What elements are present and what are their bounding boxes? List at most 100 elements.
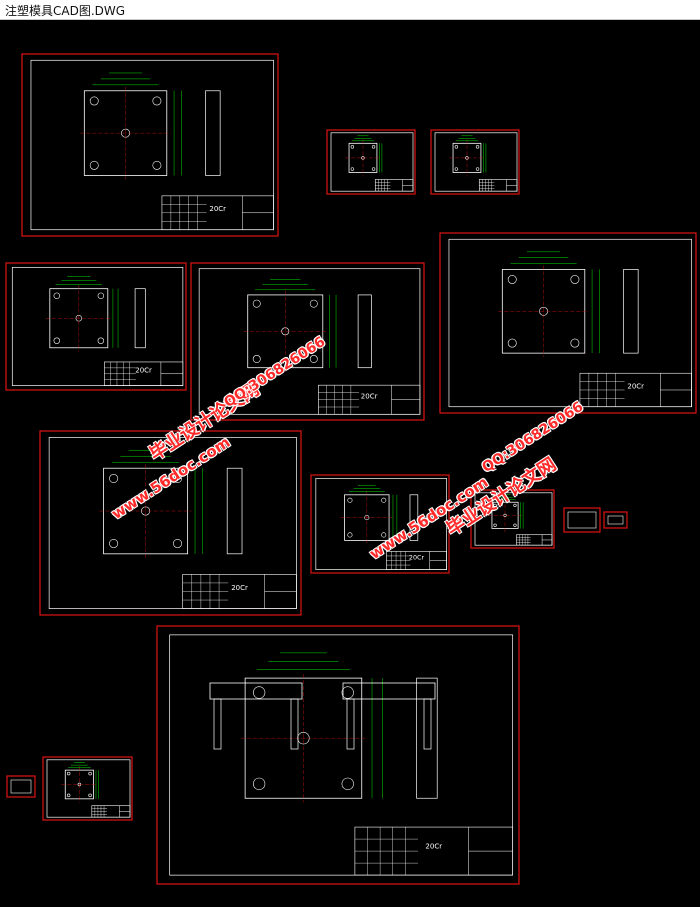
mold-plate bbox=[61, 766, 98, 803]
window-title: 注塑模具CAD图.DWG bbox=[5, 4, 126, 18]
plate-hole bbox=[252, 686, 266, 699]
assembly-detail bbox=[209, 682, 436, 750]
plate-hole bbox=[381, 497, 387, 503]
drawing-sheet: 20Cr bbox=[310, 474, 450, 574]
mold-plate bbox=[99, 464, 192, 558]
title-block: 20Cr bbox=[104, 361, 184, 386]
plate-hole bbox=[88, 771, 92, 776]
mold-plate bbox=[487, 498, 523, 533]
sheet-border bbox=[48, 437, 297, 609]
title-bar: 注塑模具CAD图.DWG bbox=[0, 0, 700, 20]
plate-hole bbox=[507, 275, 517, 284]
plate-hole bbox=[381, 532, 387, 538]
plate-hole bbox=[109, 539, 119, 549]
drawing-sheet: 20Cr bbox=[156, 625, 520, 885]
drawing-sheet bbox=[603, 511, 628, 529]
sheet-border bbox=[315, 478, 447, 570]
dimension-lines bbox=[455, 135, 487, 173]
drawing-sheets: 20Cr 20Cr 20Cr 20Cr 20Cr 20Cr 20Cr bbox=[5, 53, 697, 885]
sheet-border bbox=[330, 132, 414, 192]
sheet-border bbox=[46, 759, 131, 818]
plate-hole bbox=[454, 167, 459, 171]
title-block bbox=[374, 179, 414, 192]
drawing-sheet: 20Cr bbox=[21, 53, 279, 237]
plate-hole bbox=[475, 145, 480, 149]
plate-hole bbox=[350, 145, 355, 149]
plate-hole bbox=[493, 523, 497, 527]
plate-hole bbox=[513, 523, 517, 527]
plate-hole bbox=[66, 793, 71, 798]
sheet-frame bbox=[39, 430, 302, 616]
plate-hole bbox=[173, 473, 183, 483]
plate-hole bbox=[152, 160, 162, 170]
sheet-frame bbox=[310, 474, 450, 574]
material-label: 20Cr bbox=[135, 367, 152, 375]
plate-hole bbox=[109, 473, 119, 483]
plate-hole bbox=[341, 777, 354, 790]
plate-hole bbox=[97, 337, 105, 344]
drawing-sheet bbox=[42, 756, 133, 821]
plate-hole bbox=[371, 167, 376, 171]
title-block bbox=[478, 179, 518, 192]
title-block: 20Cr bbox=[182, 574, 297, 609]
plate-hole bbox=[570, 338, 580, 348]
plate-hole bbox=[89, 96, 99, 106]
side-view bbox=[226, 467, 243, 555]
plate-hole bbox=[570, 275, 580, 284]
drawing-sheet bbox=[563, 507, 601, 533]
plate-hole bbox=[350, 167, 355, 171]
title-block: 20Cr bbox=[386, 551, 447, 570]
plate-hole bbox=[309, 299, 318, 308]
plate-hole bbox=[53, 292, 60, 299]
sheet-frame bbox=[190, 262, 425, 421]
plate-hole bbox=[493, 503, 497, 507]
drawing-sheet bbox=[6, 775, 36, 798]
frame-leg bbox=[423, 698, 432, 750]
material-label: 20Cr bbox=[425, 843, 442, 851]
sheet-border bbox=[434, 132, 518, 192]
dimension-lines bbox=[255, 279, 337, 368]
dimension-lines bbox=[256, 652, 383, 799]
material-label: 20Cr bbox=[409, 554, 425, 562]
sheet-border bbox=[10, 779, 32, 794]
mold-plate bbox=[80, 86, 171, 180]
sheet-border bbox=[567, 511, 597, 529]
side-view bbox=[416, 677, 438, 799]
sheet-frame bbox=[21, 53, 279, 237]
dimension-lines bbox=[92, 72, 182, 176]
frame-leg bbox=[213, 698, 222, 750]
sheet-border bbox=[448, 238, 692, 408]
title-block: 20Cr bbox=[579, 372, 692, 408]
plate-hole bbox=[89, 160, 99, 170]
drawing-sheet: 20Cr bbox=[190, 262, 425, 421]
plate-hole bbox=[341, 686, 354, 699]
sheet-border bbox=[11, 267, 184, 386]
plate-hole bbox=[97, 292, 105, 299]
title-block: 20Cr bbox=[354, 826, 513, 876]
dimension-lines bbox=[55, 276, 119, 348]
plate-hole bbox=[507, 338, 517, 348]
cad-drawing-canvas[interactable]: 20Cr 20Cr 20Cr 20Cr 20Cr 20Cr 20Cr bbox=[0, 20, 700, 907]
mold-plate bbox=[498, 265, 589, 358]
plate-hole bbox=[475, 167, 480, 171]
title-block: 20Cr bbox=[161, 195, 274, 231]
drawing-sheet bbox=[430, 129, 520, 195]
sheet-border bbox=[198, 268, 421, 415]
dimension-lines bbox=[349, 484, 398, 541]
plate-hole bbox=[53, 337, 60, 344]
title-block bbox=[516, 534, 553, 546]
mold-plate bbox=[449, 139, 485, 177]
plate-hole bbox=[252, 355, 261, 363]
plate-hole bbox=[173, 539, 183, 549]
sheet-border bbox=[169, 634, 514, 876]
mold-plate bbox=[45, 284, 112, 352]
plate-hole bbox=[309, 355, 318, 363]
plate-hole bbox=[347, 532, 353, 538]
sheet-frame bbox=[430, 129, 520, 195]
material-label: 20Cr bbox=[231, 584, 248, 592]
plate-hole bbox=[454, 145, 459, 149]
mold-plate bbox=[345, 139, 381, 177]
plate-hole bbox=[371, 145, 376, 149]
sheet-border bbox=[607, 515, 624, 525]
sheet-border bbox=[30, 59, 274, 231]
